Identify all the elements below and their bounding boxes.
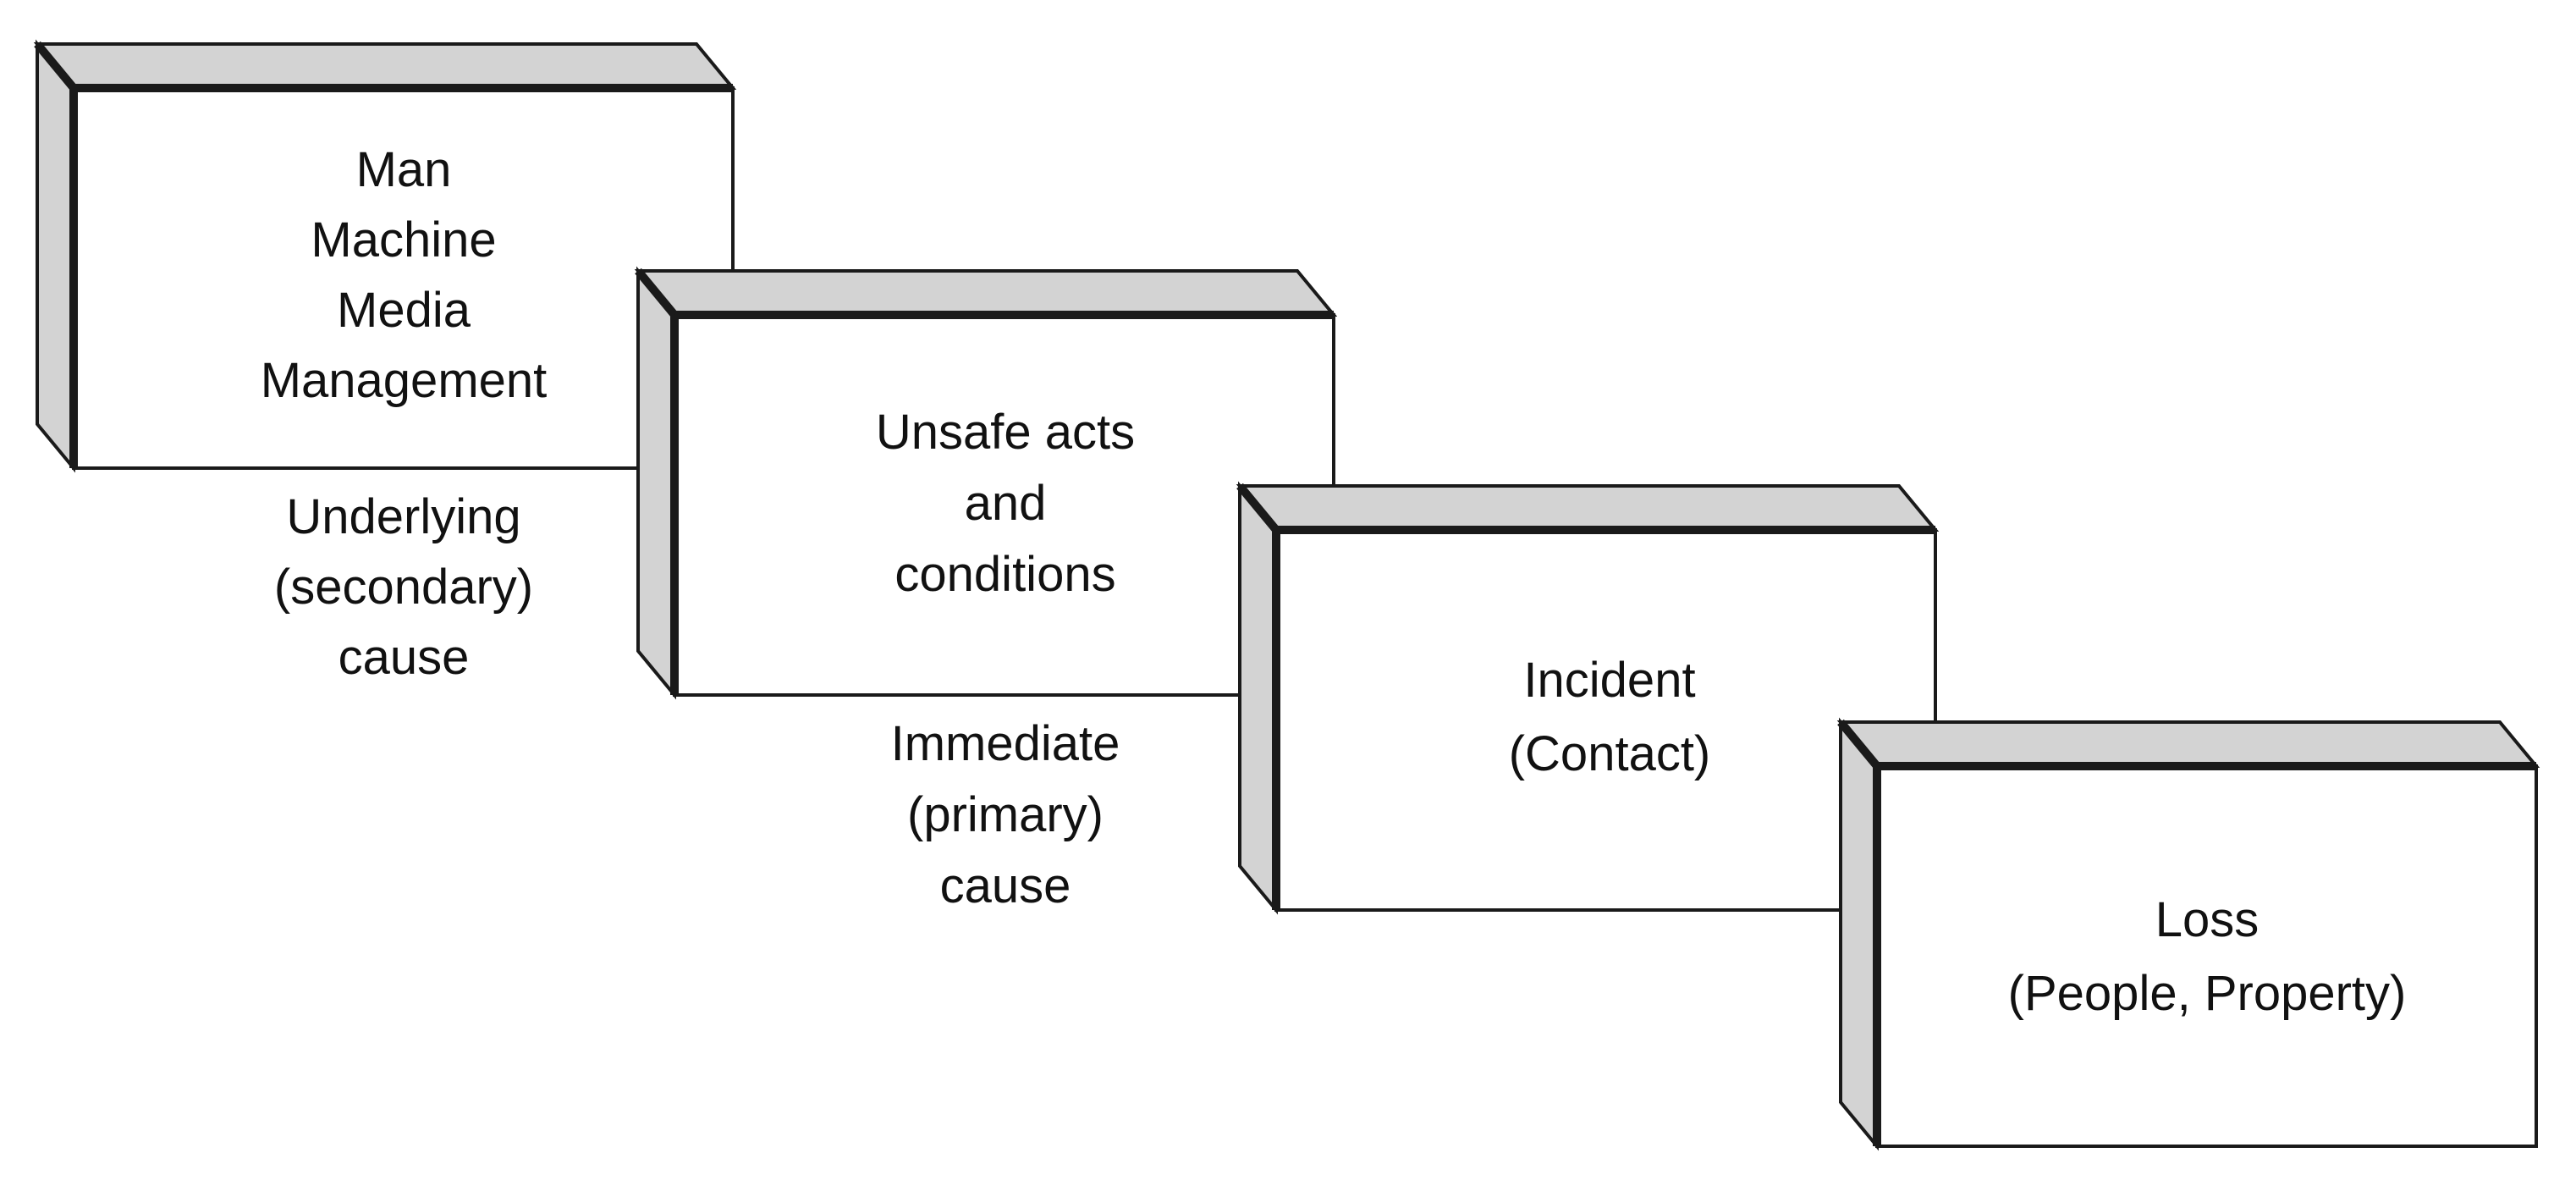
block-side-face <box>36 39 75 473</box>
block-label-line: Unsafe acts <box>876 405 1135 460</box>
block-underlying-factors: Man Machine Media Management <box>33 39 737 473</box>
caption-line: (primary) <box>907 787 1104 842</box>
block-top-face <box>1236 484 1940 532</box>
block-label-line: Management <box>261 353 548 408</box>
block-label-line: (People, Property) <box>2008 966 2407 1021</box>
block-top-face <box>634 269 1338 317</box>
block-label-line: (Contact) <box>1509 726 1711 781</box>
block-side-face <box>1238 481 1278 915</box>
block-front-face <box>1274 528 1937 912</box>
block-unsafe-acts: Unsafe acts and conditions <box>634 266 1338 700</box>
block-front-face <box>1875 764 2538 1148</box>
block-side-face <box>1839 717 1879 1151</box>
caption-line: cause <box>339 630 470 685</box>
block-label-line: Media <box>337 283 471 338</box>
block-top-face <box>1836 720 2540 768</box>
block-label-line: Loss <box>2155 892 2260 947</box>
block-label-line: Machine <box>311 212 496 268</box>
caption-immediate-cause: Immediate (primary) cause <box>891 716 1120 913</box>
block-top-face <box>33 42 737 90</box>
caption-line: Immediate <box>891 716 1120 771</box>
block-incident: Incident (Contact) <box>1236 481 1940 915</box>
caption-underlying-cause: Underlying (secondary) cause <box>274 489 533 685</box>
block-loss: Loss (People, Property) <box>1836 717 2540 1151</box>
caption-line: Underlying <box>286 489 520 544</box>
block-label-line: conditions <box>894 547 1115 602</box>
block-side-face <box>636 266 676 700</box>
block-label-line: and <box>965 476 1047 531</box>
caption-line: (secondary) <box>274 560 533 615</box>
block-label-line: Man <box>356 142 452 197</box>
caption-line: cause <box>940 858 1071 913</box>
block-label-line: Incident <box>1523 653 1695 708</box>
